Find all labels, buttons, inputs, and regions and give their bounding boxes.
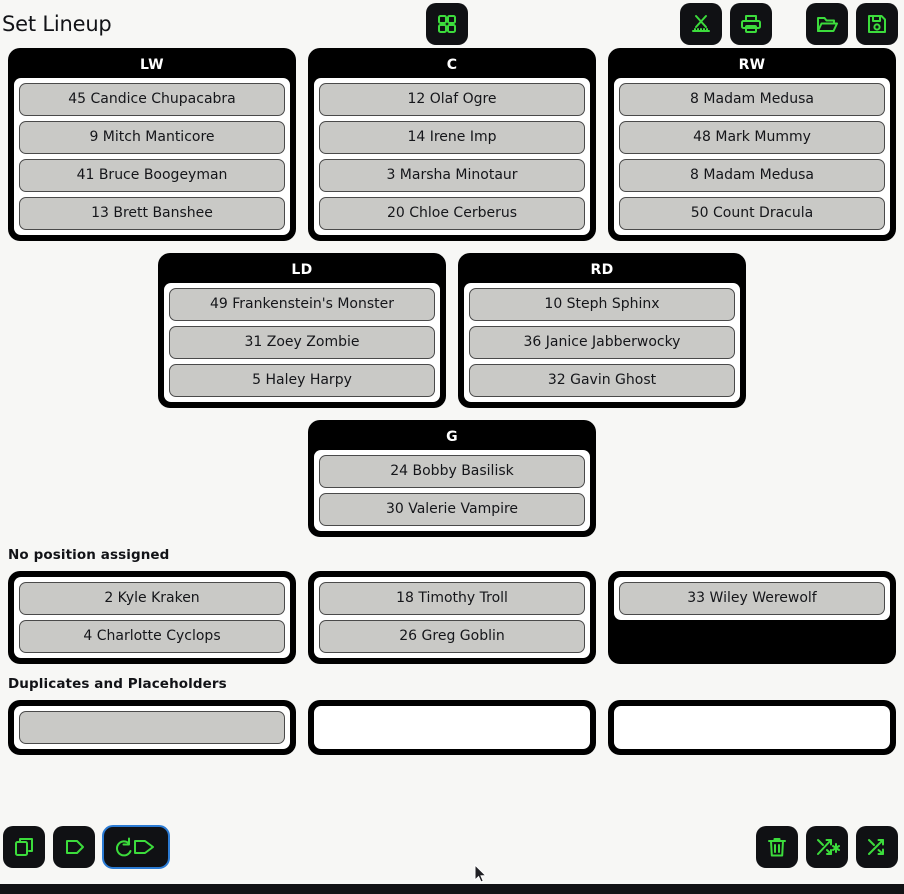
position-label-g: G xyxy=(446,429,458,445)
player-slot[interactable]: 26 Greg Goblin xyxy=(319,620,585,653)
shuffle-star-icon xyxy=(814,835,840,859)
shuffle-icon xyxy=(865,835,889,859)
placeholder-slot[interactable] xyxy=(19,711,285,744)
player-slot[interactable]: 8 Madam Medusa xyxy=(619,83,885,116)
player-slot[interactable]: 30 Valerie Vampire xyxy=(319,493,585,526)
slot-list-ld[interactable]: 49 Frankenstein's Monster 31 Zoey Zombie… xyxy=(164,283,440,402)
grid-icon xyxy=(435,12,459,36)
player-slot[interactable]: 8 Madam Medusa xyxy=(619,159,885,192)
slot-list-duplicates-1[interactable] xyxy=(14,706,290,749)
duplicates-row xyxy=(0,700,904,755)
position-label-rd: RD xyxy=(590,262,614,278)
slot-list-c[interactable]: 12 Olaf Ogre 14 Irene Imp 3 Marsha Minot… xyxy=(314,78,590,235)
unassigned-column-2: 18 Timothy Troll 26 Greg Goblin xyxy=(308,571,596,664)
trash-icon xyxy=(765,835,789,859)
player-slot[interactable]: 10 Steph Sphinx xyxy=(469,288,735,321)
header-center-toolbar xyxy=(426,3,468,45)
slot-list-g[interactable]: 24 Bobby Basilisk 30 Valerie Vampire xyxy=(314,450,590,531)
player-slot[interactable]: 50 Count Dracula xyxy=(619,197,885,230)
section-spacer xyxy=(0,664,904,676)
player-slot[interactable]: 3 Marsha Minotaur xyxy=(319,159,585,192)
floppy-save-icon xyxy=(865,12,889,36)
slot-list-duplicates-3[interactable] xyxy=(614,706,890,749)
defense-row: LD 49 Frankenstein's Monster 31 Zoey Zom… xyxy=(8,253,896,408)
player-slot[interactable]: 4 Charlotte Cyclops xyxy=(19,620,285,653)
slot-list-duplicates-2[interactable] xyxy=(314,706,590,749)
player-slot[interactable]: 49 Frankenstein's Monster xyxy=(169,288,435,321)
slot-list-rd[interactable]: 10 Steph Sphinx 36 Janice Jabberwocky 32… xyxy=(464,283,740,402)
footer-left-group xyxy=(3,825,170,869)
add-placeholder-button[interactable] xyxy=(53,826,95,868)
goalie-row: G 24 Bobby Basilisk 30 Valerie Vampire xyxy=(8,420,896,537)
refresh-tag-icon xyxy=(113,835,159,859)
player-slot[interactable]: 13 Brett Banshee xyxy=(19,197,285,230)
duplicates-column-2 xyxy=(308,700,596,755)
position-card-c: C 12 Olaf Ogre 14 Irene Imp 3 Marsha Min… xyxy=(308,48,596,241)
slot-list-unassigned-2[interactable]: 18 Timothy Troll 26 Greg Goblin xyxy=(314,577,590,658)
player-slot[interactable]: 45 Candice Chupacabra xyxy=(19,83,285,116)
spreadsheet-export-icon xyxy=(689,12,713,36)
header-bar: Set Lineup xyxy=(0,0,904,48)
replace-placeholder-button[interactable] xyxy=(102,825,170,869)
position-card-rd: RD 10 Steph Sphinx 36 Janice Jabberwocky… xyxy=(458,253,746,408)
page-title: Set Lineup xyxy=(2,11,112,36)
header-right-toolbar xyxy=(680,3,898,45)
copy-icon xyxy=(12,835,36,859)
position-label-lw: LW xyxy=(140,57,164,73)
duplicate-button[interactable] xyxy=(3,826,45,868)
footer-right-group xyxy=(756,826,898,868)
open-button[interactable] xyxy=(806,3,848,45)
printer-icon xyxy=(739,12,763,36)
player-slot[interactable]: 12 Olaf Ogre xyxy=(319,83,585,116)
slot-list-rw[interactable]: 8 Madam Medusa 48 Mark Mummy 8 Madam Med… xyxy=(614,78,890,235)
lineup-board: LW 45 Candice Chupacabra 9 Mitch Mantico… xyxy=(0,48,904,537)
player-slot[interactable]: 24 Bobby Basilisk xyxy=(319,455,585,488)
player-slot[interactable]: 14 Irene Imp xyxy=(319,121,585,154)
player-slot[interactable]: 20 Chloe Cerberus xyxy=(319,197,585,230)
row-spacer xyxy=(8,241,896,253)
save-button[interactable] xyxy=(856,3,898,45)
folder-open-icon xyxy=(815,12,839,36)
slot-list-unassigned-1[interactable]: 2 Kyle Kraken 4 Charlotte Cyclops xyxy=(14,577,290,658)
forwards-row: LW 45 Candice Chupacabra 9 Mitch Mantico… xyxy=(8,48,896,241)
delete-button[interactable] xyxy=(756,826,798,868)
position-label-ld: LD xyxy=(291,262,313,278)
player-slot[interactable]: 18 Timothy Troll xyxy=(319,582,585,615)
grid-view-button[interactable] xyxy=(426,3,468,45)
duplicates-section-title: Duplicates and Placeholders xyxy=(8,676,227,692)
slot-list-lw[interactable]: 45 Candice Chupacabra 9 Mitch Manticore … xyxy=(14,78,290,235)
footer-toolbar xyxy=(0,824,904,870)
print-button[interactable] xyxy=(730,3,772,45)
tag-icon xyxy=(62,835,86,859)
player-slot[interactable]: 41 Bruce Boogeyman xyxy=(19,159,285,192)
position-label-c: C xyxy=(446,57,458,73)
bottom-strip xyxy=(0,884,904,894)
position-label-rw: RW xyxy=(738,57,766,73)
player-slot[interactable]: 33 Wiley Werewolf xyxy=(619,582,885,615)
player-slot[interactable]: 48 Mark Mummy xyxy=(619,121,885,154)
position-card-rw: RW 8 Madam Medusa 48 Mark Mummy 8 Madam … xyxy=(608,48,896,241)
unassigned-section-title: No position assigned xyxy=(8,547,170,563)
row-spacer xyxy=(8,408,896,420)
shuffle-button[interactable] xyxy=(856,826,898,868)
player-slot[interactable]: 2 Kyle Kraken xyxy=(19,582,285,615)
slot-list-unassigned-3[interactable]: 33 Wiley Werewolf xyxy=(614,577,890,620)
duplicates-column-1 xyxy=(8,700,296,755)
duplicates-column-3 xyxy=(608,700,896,755)
player-slot[interactable]: 31 Zoey Zombie xyxy=(169,326,435,359)
position-card-lw: LW 45 Candice Chupacabra 9 Mitch Mantico… xyxy=(8,48,296,241)
unassigned-column-3: 33 Wiley Werewolf xyxy=(608,571,896,664)
player-slot[interactable]: 32 Gavin Ghost xyxy=(469,364,735,397)
player-slot[interactable]: 36 Janice Jabberwocky xyxy=(469,326,735,359)
shuffle-all-button[interactable] xyxy=(806,826,848,868)
position-card-ld: LD 49 Frankenstein's Monster 31 Zoey Zom… xyxy=(158,253,446,408)
export-spreadsheet-button[interactable] xyxy=(680,3,722,45)
position-card-g: G 24 Bobby Basilisk 30 Valerie Vampire xyxy=(308,420,596,537)
section-spacer xyxy=(0,537,904,547)
player-slot[interactable]: 5 Haley Harpy xyxy=(169,364,435,397)
unassigned-column-1: 2 Kyle Kraken 4 Charlotte Cyclops xyxy=(8,571,296,664)
player-slot[interactable]: 9 Mitch Manticore xyxy=(19,121,285,154)
unassigned-row: 2 Kyle Kraken 4 Charlotte Cyclops 18 Tim… xyxy=(0,571,904,664)
